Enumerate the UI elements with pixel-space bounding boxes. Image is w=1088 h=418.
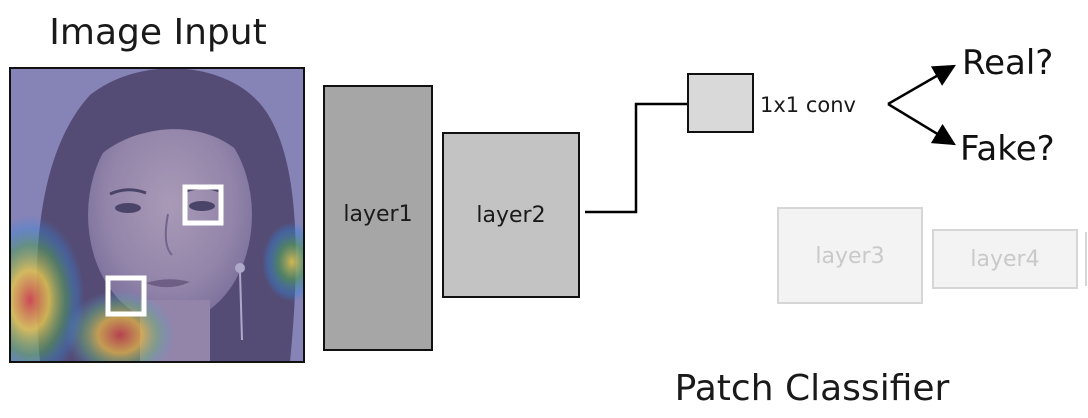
arrow-to-real [887, 64, 956, 106]
layer4-label: layer4 [970, 247, 1039, 272]
patch-box-eye [182, 184, 224, 226]
output-fake: Fake? [960, 129, 1055, 169]
connector-line [585, 102, 688, 214]
input-image [10, 68, 304, 362]
layer2-block [442, 132, 580, 298]
arrow-to-fake [887, 102, 956, 146]
layer3-label: layer3 [815, 244, 884, 269]
layer1-block [323, 85, 433, 351]
conv-block [687, 73, 754, 133]
layer1-label: layer1 [343, 202, 412, 227]
layer2-label: layer2 [476, 203, 545, 228]
input-image-frame [9, 67, 305, 363]
output-real: Real? [962, 43, 1053, 83]
patch-classifier-title: Patch Classifier [675, 368, 950, 409]
conv-label: 1x1 conv [760, 93, 856, 117]
input-title: Image Input [49, 12, 266, 53]
layer3-block [777, 207, 923, 304]
layer4-block [932, 229, 1078, 289]
patch-box-chin [105, 275, 147, 317]
